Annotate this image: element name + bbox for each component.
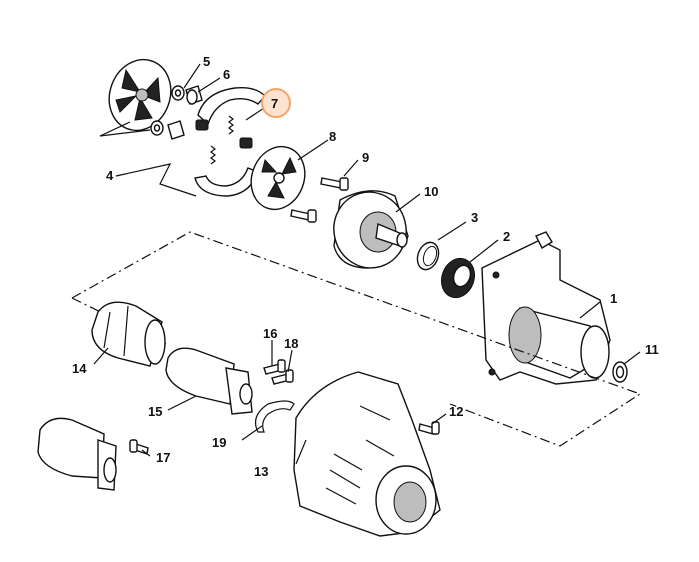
spring-lower[interactable] <box>210 145 216 165</box>
tube-part-17-assembly[interactable] <box>37 417 117 491</box>
callout-19[interactable]: 19 <box>212 435 226 450</box>
callout-15[interactable]: 15 <box>148 404 162 419</box>
callout-13[interactable]: 13 <box>254 464 268 479</box>
clutch-shoe-upper[interactable] <box>195 86 266 131</box>
callout-6[interactable]: 6 <box>223 67 230 82</box>
callout-2[interactable]: 2 <box>503 229 510 244</box>
callout-16[interactable]: 16 <box>263 326 277 341</box>
callout-labels: 1 2 3 4 5 6 7 8 9 10 11 12 13 14 15 16 1… <box>72 54 659 479</box>
spring-upper[interactable] <box>228 115 234 135</box>
highlight-circle <box>261 88 291 118</box>
screw-part-18[interactable] <box>271 369 294 385</box>
screw-part-16[interactable] <box>263 359 286 375</box>
callout-14[interactable]: 14 <box>72 361 87 376</box>
washer-lower[interactable] <box>150 120 185 140</box>
callout-12[interactable]: 12 <box>449 404 463 419</box>
clutch-shoe-lower[interactable] <box>194 137 259 197</box>
washer-part-5[interactable] <box>171 85 185 101</box>
assembly-reference-outline <box>71 231 642 447</box>
callout-8[interactable]: 8 <box>329 129 336 144</box>
callout-18[interactable]: 18 <box>284 336 298 351</box>
callout-4[interactable]: 4 <box>106 168 114 183</box>
tube-part-15[interactable] <box>165 347 253 415</box>
callout-10[interactable]: 10 <box>424 184 438 199</box>
gear-housing-part-1[interactable] <box>481 231 611 385</box>
callout-3[interactable]: 3 <box>471 210 478 225</box>
screw-part-9-second[interactable] <box>290 209 317 223</box>
sleeve-part-14[interactable] <box>91 301 166 367</box>
snap-ring-part-11[interactable] <box>612 361 628 383</box>
callout-7[interactable]: 7 <box>271 96 278 111</box>
callout-1[interactable]: 1 <box>610 291 617 306</box>
snap-ring-part-3[interactable] <box>414 239 442 272</box>
cover-part-13[interactable] <box>293 371 441 537</box>
clutch-drum-part-10[interactable] <box>325 184 414 276</box>
callout-5[interactable]: 5 <box>203 54 210 69</box>
ball-bearing-part-2[interactable] <box>436 254 480 303</box>
screw-part-9[interactable] <box>320 177 349 191</box>
clutch-carrier-plate[interactable] <box>99 51 180 139</box>
callout-9[interactable]: 9 <box>362 150 369 165</box>
bushing-part-6[interactable] <box>185 85 203 105</box>
leader-lines <box>93 63 641 465</box>
clutch-plate-part-8[interactable] <box>243 139 314 217</box>
callout-17[interactable]: 17 <box>156 450 170 465</box>
screw-part-12[interactable] <box>418 421 440 435</box>
callout-11[interactable]: 11 <box>645 342 659 357</box>
clip-part-19[interactable] <box>255 400 295 433</box>
